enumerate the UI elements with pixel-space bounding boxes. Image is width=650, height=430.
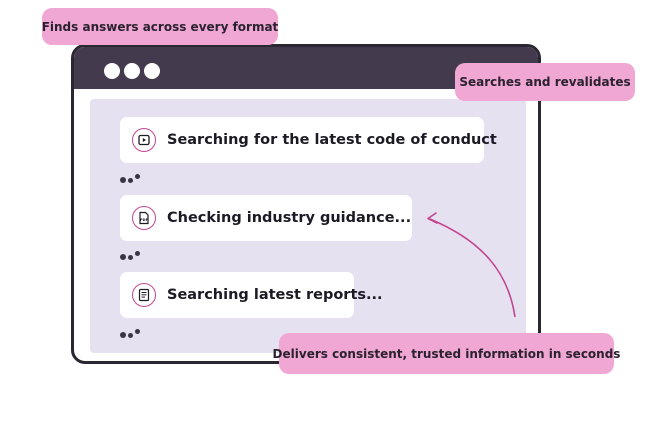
video-play-icon bbox=[132, 128, 156, 152]
pdf-icon-text: PDF bbox=[140, 218, 149, 222]
search-step-industry-guidance[interactable]: PDF Checking industry guidance... bbox=[120, 195, 412, 241]
search-step-code-of-conduct[interactable]: Searching for the latest code of conduct bbox=[120, 117, 497, 163]
search-step-latest-reports[interactable]: Searching latest reports... bbox=[120, 272, 383, 318]
search-progress-panel: Searching for the latest code of conduct… bbox=[90, 99, 526, 353]
window-dot-icon[interactable] bbox=[104, 63, 120, 79]
progress-dots-icon bbox=[120, 251, 144, 261]
callout-revalidate: Searches and revalidates bbox=[455, 63, 635, 101]
window-dot-icon[interactable] bbox=[124, 63, 140, 79]
progress-dots-icon bbox=[120, 329, 144, 339]
document-report-icon bbox=[132, 283, 156, 307]
window-dot-icon[interactable] bbox=[144, 63, 160, 79]
callout-formats: Finds answers across every format bbox=[42, 8, 278, 45]
pdf-file-icon: PDF bbox=[132, 206, 156, 230]
search-step-label: Checking industry guidance... bbox=[167, 210, 412, 226]
callout-delivers: Delivers consistent, trusted information… bbox=[273, 333, 620, 374]
progress-dots-icon bbox=[120, 174, 144, 184]
search-step-label: Searching latest reports... bbox=[167, 287, 383, 303]
search-step-label: Searching for the latest code of conduct bbox=[167, 132, 497, 148]
